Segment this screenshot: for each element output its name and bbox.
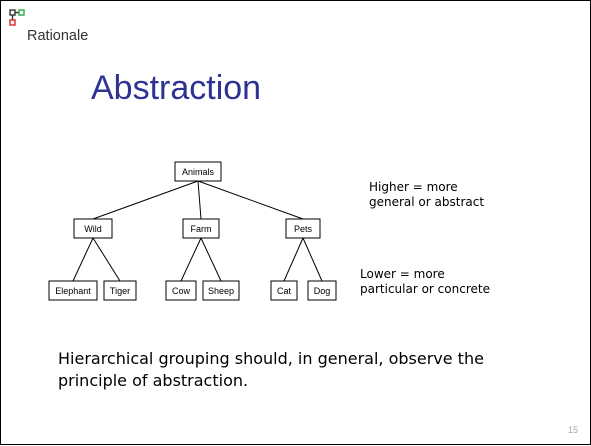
tree-node-dog: Dog (307, 280, 337, 301)
tree-node-farm-label: Farm (191, 224, 212, 234)
edge-animals-farm (197, 180, 202, 220)
higher-note-line-1: Higher = more (369, 180, 458, 194)
body-line-1: Hierarchical grouping should, in general… (58, 349, 484, 368)
tree-node-root: Animals (174, 161, 222, 182)
higher-note-line-2: general or abstract (369, 195, 485, 209)
tree-node-elephant: Elephant (48, 280, 98, 301)
tree-node-dog-label: Dog (314, 286, 331, 296)
edge-pets-cat (283, 237, 304, 282)
edge-pets-dog (302, 237, 323, 282)
tree-node-cow: Cow (165, 280, 197, 301)
body-line-2: principle of abstraction. (58, 371, 249, 390)
higher-level-note: Higher = more general or abstract (369, 180, 484, 210)
tree-node-pets: Pets (285, 218, 321, 239)
edge-wild-elephant (72, 237, 94, 282)
tree-node-tiger-label: Tiger (110, 286, 130, 296)
edge-wild-tiger (92, 237, 121, 282)
lower-note-line-2: particular or concrete (360, 282, 490, 296)
logo-wordmark: Rationale (27, 28, 89, 44)
tree-node-pets-label: Pets (294, 224, 313, 234)
edge-farm-sheep (200, 237, 222, 282)
lower-level-note: Lower = more particular or concrete (360, 267, 490, 297)
page-number: 15 (567, 425, 578, 435)
slide-body-text: Hierarchical grouping should, in general… (58, 348, 484, 392)
tree-node-elephant-label: Elephant (55, 286, 91, 296)
tree-node-sheep-label: Sheep (208, 286, 234, 296)
tree-node-wild-label: Wild (84, 224, 102, 234)
rationale-logo-icon (9, 9, 25, 26)
tree-node-wild: Wild (73, 218, 113, 239)
edge-farm-cow (180, 237, 202, 282)
lower-note-line-1: Lower = more (360, 267, 445, 281)
tree-node-tiger: Tiger (103, 280, 137, 301)
slide-title: Abstraction (91, 69, 262, 107)
tree-node-sheep: Sheep (202, 280, 240, 301)
tree-node-root-label: Animals (182, 167, 215, 177)
tree-node-farm: Farm (182, 218, 220, 239)
edge-animals-pets (197, 180, 304, 220)
tree-node-cat: Cat (270, 280, 298, 301)
edge-animals-wild (92, 180, 199, 220)
tree-node-cow-label: Cow (172, 286, 191, 296)
tree-node-cat-label: Cat (277, 286, 292, 296)
